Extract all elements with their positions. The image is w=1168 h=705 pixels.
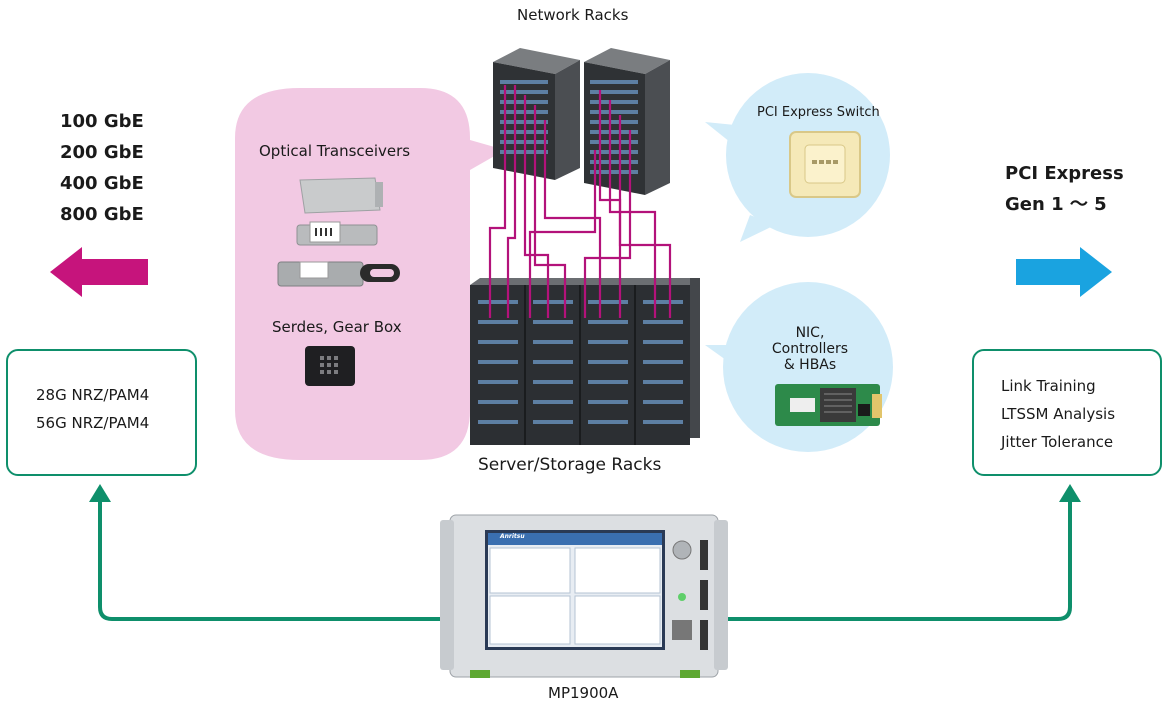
instrument-label: MP1900A	[548, 684, 619, 702]
optical-transceivers-label: Optical Transceivers	[259, 142, 411, 160]
nic-label: NIC, Controllers & HBAs	[760, 325, 860, 373]
server-storage-label: Server/Storage Racks	[478, 455, 662, 475]
server-racks	[470, 278, 700, 445]
left-arrow-icon	[50, 247, 148, 297]
network-racks-label: Network Racks	[517, 6, 629, 24]
chip-icon	[305, 346, 355, 386]
speed-item: 400 GbE	[60, 173, 144, 194]
connector-lines	[98, 495, 1072, 621]
right-box-item: Jitter Tolerance	[1001, 433, 1114, 451]
up-arrow-right	[1059, 484, 1081, 502]
pcie-gen: Gen 1 〜 5	[1005, 194, 1107, 215]
brand-logo: Anritsu	[500, 533, 525, 540]
up-arrow-left	[89, 484, 111, 502]
pci-switch-label: PCI Express Switch	[757, 105, 880, 120]
left-box-item: 28G NRZ/PAM4	[36, 386, 150, 404]
transceiver-icon	[277, 261, 400, 287]
network-cables	[488, 85, 672, 318]
left-box-item: 56G NRZ/PAM4	[36, 414, 150, 432]
transceiver-icon	[299, 177, 383, 214]
network-rack-right	[584, 48, 670, 195]
right-box-item: LTSSM Analysis	[1001, 405, 1116, 423]
nic-card-icon	[775, 384, 882, 426]
speed-item: 200 GbE	[60, 142, 144, 163]
speed-item: 100 GbE	[60, 111, 144, 132]
speed-item: 800 GbE	[60, 204, 144, 225]
nic-label-line1: NIC, Controllers	[771, 325, 849, 357]
ethernet-speed-list: 100 GbE 200 GbE 400 GbE 800 GbE	[60, 106, 144, 230]
left-feature-box: 28G NRZ/PAM4 56G NRZ/PAM4	[6, 349, 197, 476]
right-arrow-icon	[1016, 247, 1112, 297]
transceiver-icon	[296, 221, 378, 246]
switch-chip-icon	[789, 131, 861, 198]
right-box-item: Link Training	[1001, 377, 1096, 395]
instrument-icon	[440, 514, 728, 678]
right-feature-box: Link Training LTSSM Analysis Jitter Tole…	[972, 349, 1162, 476]
serdes-label: Serdes, Gear Box	[272, 318, 402, 336]
pcie-gen-label: PCI Express Gen 1 〜 5	[1005, 158, 1124, 220]
pcie-title: PCI Express	[1005, 163, 1124, 184]
nic-label-line2: & HBAs	[783, 357, 837, 373]
